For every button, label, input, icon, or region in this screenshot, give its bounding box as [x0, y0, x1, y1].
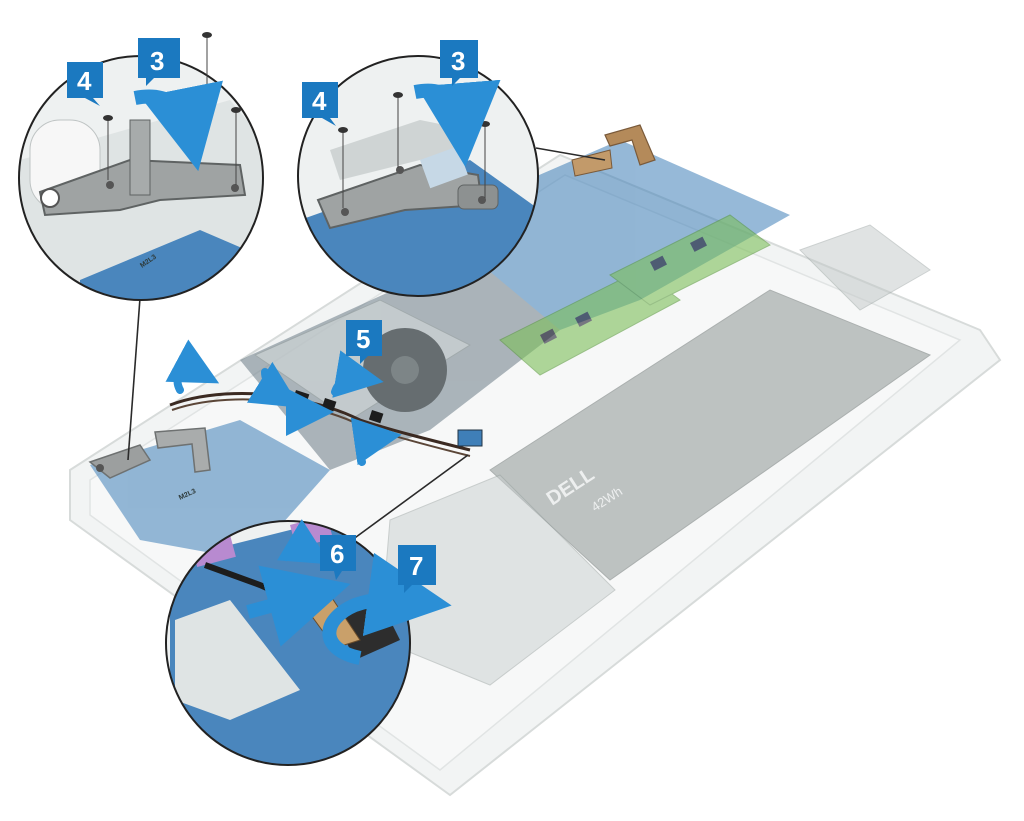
screw-icon	[103, 115, 113, 180]
curved-arrow-icon	[350, 417, 402, 466]
left-hinge	[88, 427, 211, 479]
screw-icon	[393, 92, 403, 168]
curved-arrow-icon	[277, 519, 331, 565]
callout-step-3-left: 3	[138, 38, 180, 86]
callout-step-5: 5	[346, 320, 382, 364]
right-zoom-inset	[297, 55, 539, 297]
curved-arrow-icon	[246, 361, 301, 408]
screw-icon	[231, 107, 241, 185]
curved-arrow-icon	[331, 350, 384, 398]
callout-step-7: 7	[398, 545, 436, 593]
svg-text:4: 4	[312, 86, 327, 116]
callout-step-6: 6	[320, 535, 356, 580]
bottom-zoom-inset	[165, 519, 452, 766]
cable-routing-arrows	[165, 339, 402, 466]
svg-text:5: 5	[356, 324, 370, 354]
callout-step-4-right: 4	[302, 82, 338, 126]
right-hinge	[571, 124, 656, 177]
curved-arrow-icon	[413, 79, 501, 167]
battery: DELL 42Wh	[489, 289, 932, 581]
svg-text:4: 4	[77, 66, 92, 96]
curved-arrow-icon	[285, 388, 334, 437]
antenna-connector	[457, 429, 483, 447]
screw-icon	[338, 127, 348, 208]
memory-modules	[499, 214, 771, 376]
ssd	[799, 224, 931, 311]
callout-step-3-right: 3	[440, 40, 478, 86]
curved-arrow-icon	[322, 552, 452, 665]
leader-lines	[127, 147, 606, 541]
curved-arrow-icon	[133, 80, 223, 172]
left-zoom-inset: M2L3	[18, 32, 264, 301]
svg-text:6: 6	[330, 539, 344, 569]
callout-step-4-left: 4	[67, 62, 103, 106]
svg-text:3: 3	[451, 46, 465, 76]
svg-text:7: 7	[409, 551, 423, 581]
straight-arrow-icon	[246, 565, 351, 647]
curved-arrow-icon	[165, 339, 220, 394]
svg-text:3: 3	[150, 46, 164, 76]
